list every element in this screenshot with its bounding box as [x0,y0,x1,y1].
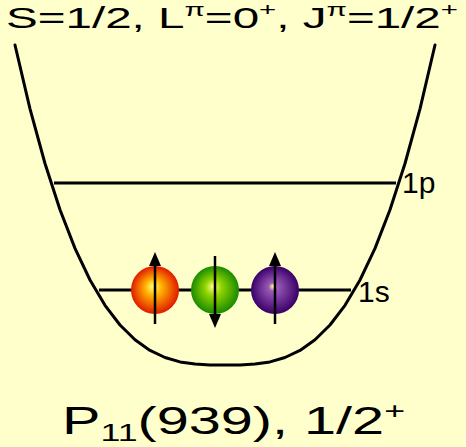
quantum-number-label: =0 [205,1,259,34]
state-label: 11 [100,420,137,446]
spin-arrow [209,256,221,328]
quantum-number-label: + [441,0,458,20]
quantum-number-label: S=1/2, L [6,1,184,34]
state-label: P [62,400,100,442]
spin-arrow [149,252,161,324]
state-label: (939), 1/2 [138,400,385,442]
quantum-number-label: =1/2 [347,1,441,34]
potential-well [15,45,435,365]
quantum-number-label: π [327,0,347,20]
quantum-number-label: π [184,0,204,20]
energy-level-line [54,182,396,185]
quantum-numbers: S=1/2, Lπ=0+, Jπ=1/2+ [6,1,458,33]
state-name: P11(939), 1/2+ [62,400,405,446]
quantum-number-label: + [259,0,276,20]
quantum-number-label: , J [276,1,326,34]
level-label: 1p [402,168,435,198]
spin-arrow [269,252,281,324]
state-label: + [384,398,405,424]
level-label: 1s [358,277,390,307]
